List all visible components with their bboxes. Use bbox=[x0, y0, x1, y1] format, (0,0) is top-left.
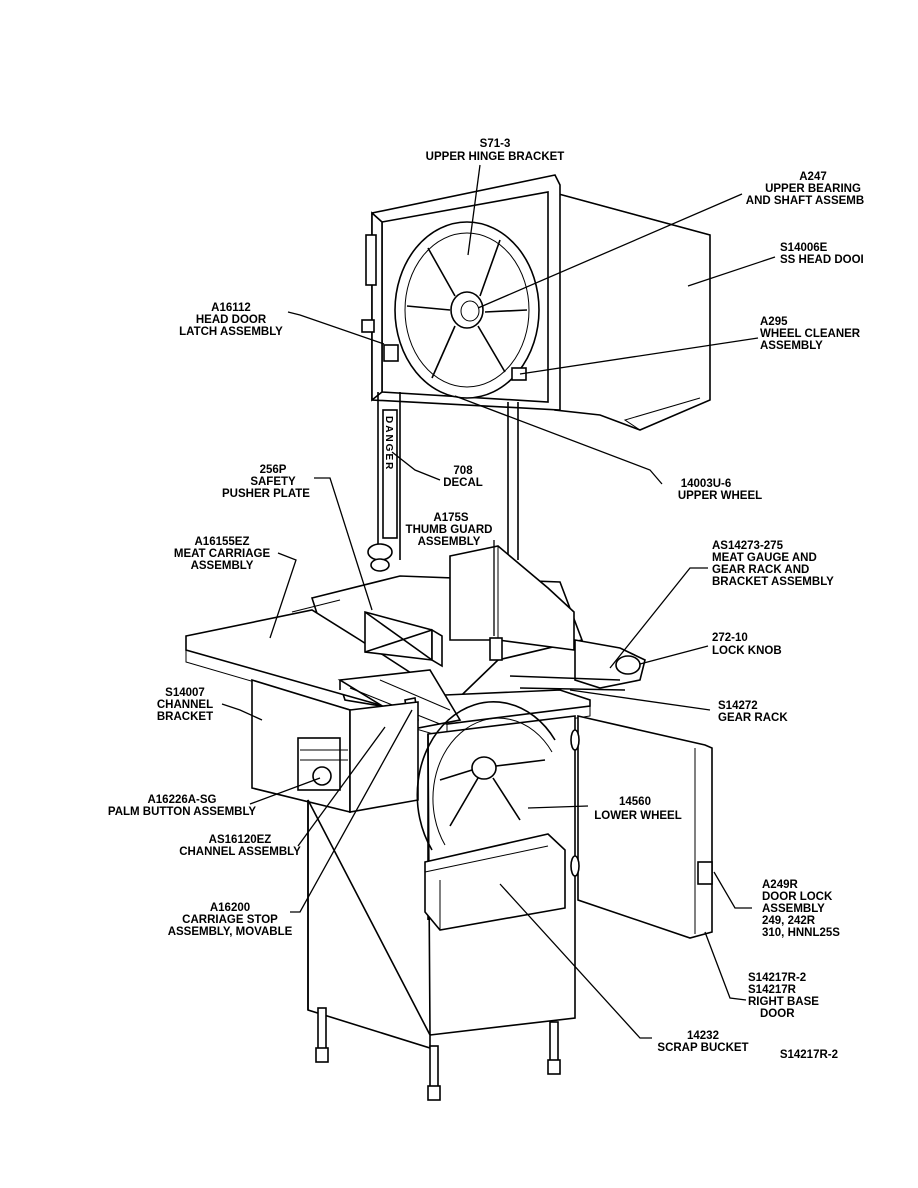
callout-thumb-guard: A175S THUMB GUARD ASSEMBLY bbox=[406, 512, 493, 548]
callout-description: SAFETY bbox=[250, 476, 296, 488]
callout-palm-button: A16226A-SG PALM BUTTON ASSEMBLY bbox=[108, 794, 257, 818]
callout-scrap-bucket: 14232 SCRAP BUCKET bbox=[657, 1030, 748, 1054]
callout-description: UPPER HINGE BRACKET bbox=[426, 151, 565, 163]
callout-part-number: 14560 bbox=[619, 796, 651, 808]
callout-upper-bearing: A247 UPPER BEARING AND SHAFT ASSEMB bbox=[746, 171, 864, 207]
callout-description: DOOR LOCK bbox=[762, 891, 833, 903]
callout-part-number: A16200 bbox=[210, 902, 250, 914]
upper-wheel-graphic bbox=[394, 221, 540, 399]
callout-part-number: S14272 bbox=[718, 700, 758, 712]
callout-description: ASSEMBLY bbox=[762, 903, 825, 915]
callout-description: UPPER WHEEL bbox=[678, 490, 762, 502]
callout-part-number: A16112 bbox=[211, 302, 251, 314]
callout-part-number: A175S bbox=[433, 512, 468, 524]
callout-channel-bracket: S14007 CHANNEL BRACKET bbox=[157, 687, 213, 723]
right-upright bbox=[507, 402, 519, 560]
callout-part-number: AS16120EZ bbox=[209, 834, 272, 846]
callout-part-number: A249R bbox=[762, 879, 798, 891]
callout-channel-assembly: AS16120EZ CHANNEL ASSEMBLY bbox=[179, 834, 301, 858]
drawing-number: S14217R-2 bbox=[780, 1049, 838, 1061]
callout-description: THUMB GUARD bbox=[406, 524, 493, 536]
callout-description: RIGHT BASE bbox=[748, 996, 819, 1008]
lower-wheel-graphic bbox=[416, 701, 556, 851]
callout-description: GEAR RACK bbox=[718, 712, 788, 724]
callout-description: ASSEMBLY bbox=[418, 536, 481, 548]
callout-description: AND SHAFT ASSEMB bbox=[746, 195, 864, 207]
callout-right-base-door: S14217R-2 S14217R RIGHT BASE DOOR bbox=[748, 972, 819, 1020]
danger-decal-text: DANGER bbox=[383, 416, 394, 471]
bandsaw-illustration: DANGER bbox=[185, 174, 713, 1101]
saw-column: DANGER bbox=[367, 392, 401, 572]
callout-description: 310, HNNL25S bbox=[762, 927, 840, 939]
callout-part-number: S71-3 bbox=[480, 138, 511, 150]
callout-part-number: AS14273-275 bbox=[712, 540, 784, 552]
callout-part-number: A247 bbox=[799, 171, 827, 183]
callout-labels: S71-3 UPPER HINGE BRACKET A247 UPPER BEA… bbox=[108, 138, 864, 1061]
callout-part-number: S14217R bbox=[748, 984, 797, 996]
meat-gauge-graphic bbox=[509, 639, 646, 691]
callout-wheel-cleaner: A295 WHEEL CLEANER ASSEMBLY bbox=[760, 316, 861, 352]
callout-part-number: A295 bbox=[760, 316, 788, 328]
callout-part-number: 256P bbox=[260, 464, 287, 476]
right-base-door-graphic bbox=[570, 714, 713, 939]
callout-description: SS HEAD DOOI bbox=[780, 254, 864, 266]
callout-description: GEAR RACK AND bbox=[712, 564, 809, 576]
callout-door-lock: A249R DOOR LOCK ASSEMBLY 249, 242R 310, … bbox=[762, 879, 840, 939]
callout-head-door-latch: A16112 HEAD DOOR LATCH ASSEMBLY bbox=[179, 302, 283, 338]
callout-description: CARRIAGE STOP bbox=[182, 914, 278, 926]
callout-description: LATCH ASSEMBLY bbox=[179, 326, 283, 338]
callout-description: WHEEL CLEANER bbox=[760, 328, 861, 340]
callout-ss-head-door: S14006E SS HEAD DOOI bbox=[780, 242, 864, 266]
callout-part-number: S14006E bbox=[780, 242, 828, 254]
callout-description: LOWER WHEEL bbox=[594, 810, 682, 822]
callout-meat-gauge: AS14273-275 MEAT GAUGE AND GEAR RACK AND… bbox=[712, 540, 834, 588]
callout-description: CHANNEL bbox=[157, 699, 213, 711]
callout-description: ASSEMBLY, MOVABLE bbox=[168, 926, 293, 938]
pusher-plate-graphic bbox=[364, 610, 443, 668]
leader-lines bbox=[221, 164, 776, 1039]
callout-safety-pusher-plate: 256P SAFETY PUSHER PLATE bbox=[222, 464, 310, 500]
callout-part-number: A16155EZ bbox=[195, 536, 250, 548]
callout-description: ASSEMBLY bbox=[191, 560, 254, 572]
callout-description: SCRAP BUCKET bbox=[657, 1042, 748, 1054]
callout-part-number: 708 bbox=[453, 465, 473, 477]
callout-gear-rack: S14272 GEAR RACK bbox=[718, 700, 788, 724]
callout-description: PUSHER PLATE bbox=[222, 488, 310, 500]
callout-part-number: S14007 bbox=[165, 687, 205, 699]
callout-decal: 708 DECAL bbox=[443, 465, 483, 489]
callout-part-number: 14232 bbox=[687, 1030, 719, 1042]
callout-description: UPPER BEARING bbox=[765, 183, 861, 195]
callout-description: 249, 242R bbox=[762, 915, 816, 927]
callout-part-number: S14217R-2 bbox=[748, 972, 806, 984]
callout-description: CHANNEL ASSEMBLY bbox=[179, 846, 301, 858]
callout-description: DOOR bbox=[760, 1008, 795, 1020]
callout-part-number: 272-10 bbox=[712, 632, 748, 644]
scrap-bucket-graphic bbox=[424, 833, 566, 931]
callout-lower-wheel: 14560 LOWER WHEEL bbox=[594, 796, 682, 822]
callout-description: HEAD DOOR bbox=[196, 314, 267, 326]
callout-description: BRACKET ASSEMBLY bbox=[712, 576, 834, 588]
thumb-guard-graphic bbox=[449, 545, 575, 661]
callout-part-number: 14003U-6 bbox=[681, 478, 732, 490]
callout-description: BRACKET bbox=[157, 711, 213, 723]
callout-lock-knob: 272-10 LOCK KNOB bbox=[712, 632, 782, 657]
callout-upper-wheel: 14003U-6 UPPER WHEEL bbox=[678, 478, 762, 502]
callout-description: PALM BUTTON ASSEMBLY bbox=[108, 806, 257, 818]
callout-description: ASSEMBLY bbox=[760, 340, 823, 352]
callout-description: LOCK KNOB bbox=[712, 645, 782, 657]
callout-description: MEAT GAUGE AND bbox=[712, 552, 817, 564]
callout-meat-carriage: A16155EZ MEAT CARRIAGE ASSEMBLY bbox=[174, 536, 271, 572]
callout-carriage-stop: A16200 CARRIAGE STOP ASSEMBLY, MOVABLE bbox=[168, 902, 293, 938]
callout-description: MEAT CARRIAGE bbox=[174, 548, 271, 560]
callout-part-number: A16226A-SG bbox=[147, 794, 216, 806]
cabinet-legs bbox=[315, 1007, 561, 1101]
callout-description: DECAL bbox=[443, 477, 483, 489]
callout-upper-hinge-bracket: S71-3 UPPER HINGE BRACKET bbox=[426, 138, 565, 163]
head-door-panel bbox=[552, 191, 711, 431]
